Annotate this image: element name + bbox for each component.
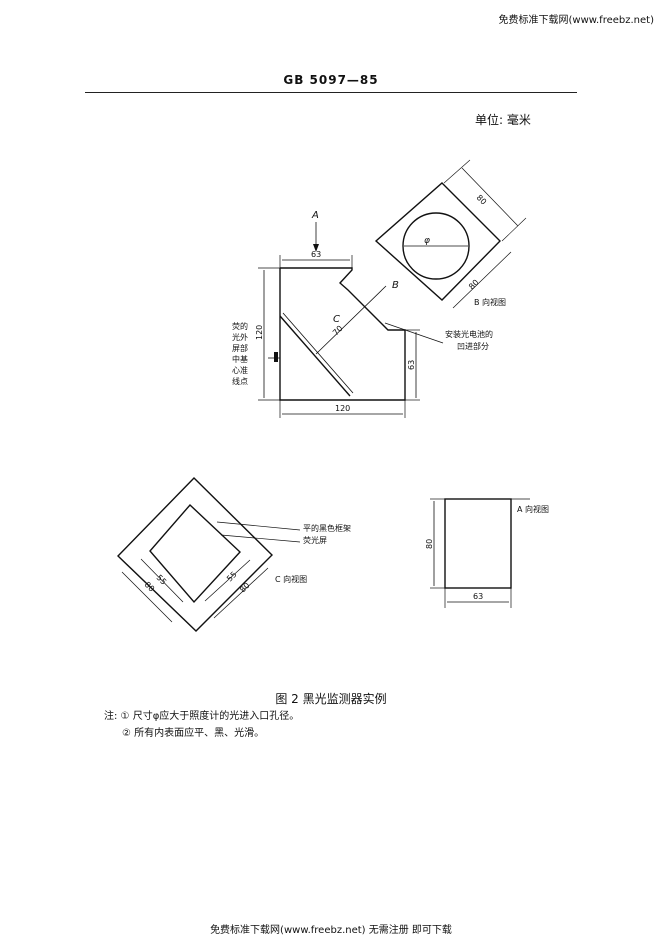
svg-text:屏部: 屏部	[232, 343, 248, 353]
c-view-inner	[149, 503, 241, 604]
b-dim-80-top	[461, 167, 519, 227]
a-dim-63: 63	[473, 592, 483, 601]
note-1: 注: ① 尺寸φ应大于照度计的光进入口孔径。	[104, 711, 300, 722]
b-view-aperture	[402, 212, 470, 280]
b-phi: φ	[424, 236, 430, 246]
dim-line-70	[315, 285, 387, 355]
a-dim-80: 80	[425, 539, 434, 549]
unit-label: 单位: 毫米	[475, 113, 531, 127]
c-dim-55-left	[140, 558, 184, 603]
a-view-rectangle	[444, 498, 512, 589]
dim-120-left: 120	[255, 325, 264, 340]
b-dim-80-top: 80	[475, 193, 489, 207]
figure-caption: 图 2 黑光监测器实例	[275, 692, 387, 706]
dim-63-top: 63	[311, 250, 321, 259]
fitting-label-1: 安装光电池的	[445, 329, 493, 339]
screen-centre-label: 荧的 光外 屏部 中基 心准 线点	[232, 321, 248, 386]
svg-text:荧的: 荧的	[232, 321, 248, 331]
dim-63-right: 63	[407, 360, 416, 370]
c-dim-80-left	[121, 571, 173, 623]
a-view-caption: A 向视图	[517, 504, 549, 514]
standard-code-header: GB 5097—85	[283, 73, 379, 87]
c-dim-55-right	[204, 559, 251, 602]
c-screen-label: 荧光屏	[303, 535, 327, 545]
svg-text:光外: 光外	[232, 332, 248, 342]
b-view-square	[374, 182, 501, 301]
c-frame-label: 平的黑色框架	[303, 523, 351, 533]
site-watermark-top: 免费标准下载网(www.freebz.net)	[498, 15, 654, 26]
header-rule	[85, 92, 577, 93]
c-view-caption: C 向视图	[275, 574, 307, 584]
svg-text:线点: 线点	[232, 376, 248, 386]
note-2: ② 所有内表面应平、黑、光滑。	[122, 728, 265, 739]
view-a-label: A	[311, 210, 319, 221]
label-c: C	[333, 314, 340, 325]
label-b: B	[392, 280, 399, 291]
c-dim-80-right: 80	[238, 581, 252, 595]
svg-text:心准: 心准	[232, 365, 248, 375]
monitor-side-outline	[279, 267, 406, 401]
b-dim-80-bottom	[452, 251, 512, 309]
fitting-label-2: 凹进部分	[457, 341, 489, 351]
dim-70: 70	[331, 324, 345, 338]
site-watermark-bottom: 免费标准下载网(www.freebz.net) 无需注册 即可下载	[210, 925, 452, 936]
c-view-outer	[117, 477, 273, 632]
b-view-caption: B 向视图	[474, 297, 506, 307]
svg-text:中基: 中基	[232, 354, 248, 364]
dim-120-bottom: 120	[335, 404, 350, 413]
c-dim-80-right	[213, 567, 269, 619]
b-dim-80-bottom: 80	[467, 278, 481, 292]
diagonal-screen	[279, 315, 351, 397]
